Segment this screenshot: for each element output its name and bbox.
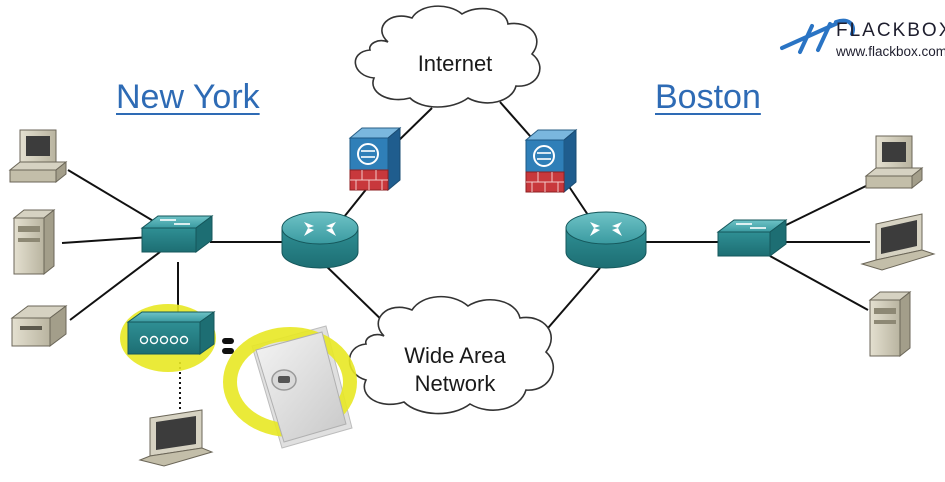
- firewall-ny: [348, 126, 402, 192]
- firewall-boston: [524, 128, 578, 194]
- switch-ny: [140, 215, 214, 253]
- site-label-boston: Boston: [655, 78, 761, 116]
- link-server-switch-ny: [61, 236, 151, 244]
- link-switch-server-bos: [769, 255, 869, 311]
- desktop-pc-boston: [864, 135, 924, 190]
- link-firewall-router-bos: [567, 184, 591, 219]
- links: [61, 101, 870, 412]
- server-boston: [868, 290, 912, 358]
- logo-url: www.flackbox.com: [836, 44, 945, 59]
- server-ny: [12, 208, 56, 276]
- router-boston: [565, 211, 647, 269]
- wan-label-line-1: Wide Area: [404, 343, 506, 368]
- access-point: [223, 325, 357, 449]
- internet-cloud: [354, 5, 541, 108]
- router-ny: [281, 211, 359, 269]
- desktop-pc-ny: [8, 129, 68, 184]
- link-switch-pc-bos: [779, 184, 869, 229]
- link-wan-router-bos: [547, 267, 601, 329]
- wan-label-line-2: Network: [414, 371, 496, 396]
- link-connector: [222, 338, 234, 354]
- wan-cloud-label: Wide Area Network: [370, 342, 540, 398]
- switch-boston: [716, 219, 788, 257]
- site-label-new-york: New York: [116, 78, 260, 116]
- printer-ny: [10, 305, 68, 347]
- flackbox-logo-icon: [780, 18, 855, 54]
- wireless-lan-controller: [120, 304, 216, 372]
- flackbox-logo: FLACKBOX www.flackbox.com: [770, 14, 945, 70]
- link-printer-switch-ny: [69, 251, 161, 321]
- link-router-wan-ny: [321, 261, 391, 329]
- internet-cloud-label: Internet: [417, 51, 493, 76]
- laptop-boston: [860, 213, 936, 271]
- link-pc-switch-ny: [67, 169, 161, 226]
- laptop-ny: [138, 409, 214, 467]
- logo-name: FLACKBOX: [836, 20, 945, 41]
